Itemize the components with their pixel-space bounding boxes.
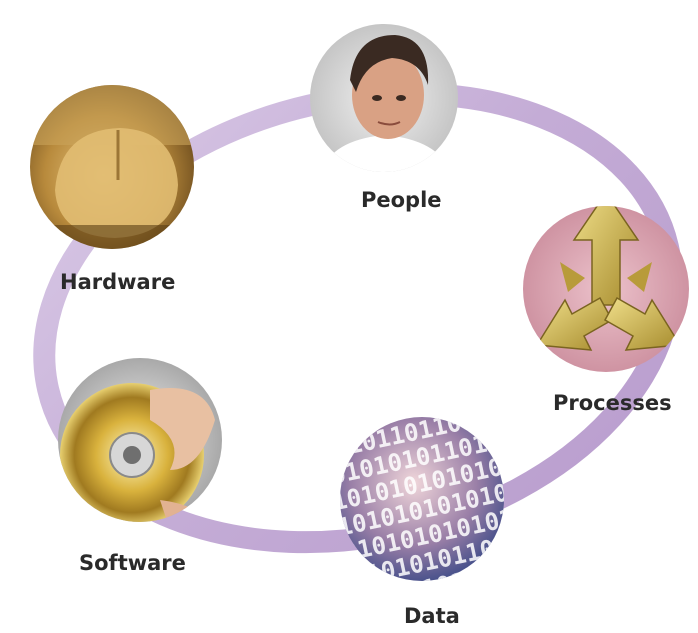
people-node [310,24,458,172]
hardware-node [30,85,194,249]
data-node: 1101101101110 0101010110101 101010101010… [340,417,504,581]
binary-digits-icon: 1101101101110 0101010110101 101010101010… [340,417,504,581]
software-node [58,358,222,522]
arrows-icon [535,206,682,351]
software-label: Software [79,551,186,575]
people-label: People [361,188,442,212]
hardware-label: Hardware [60,270,175,294]
processes-label: Processes [553,391,672,415]
processes-node [523,206,689,372]
data-label: Data [404,604,460,628]
cd-disc-icon [60,383,215,522]
